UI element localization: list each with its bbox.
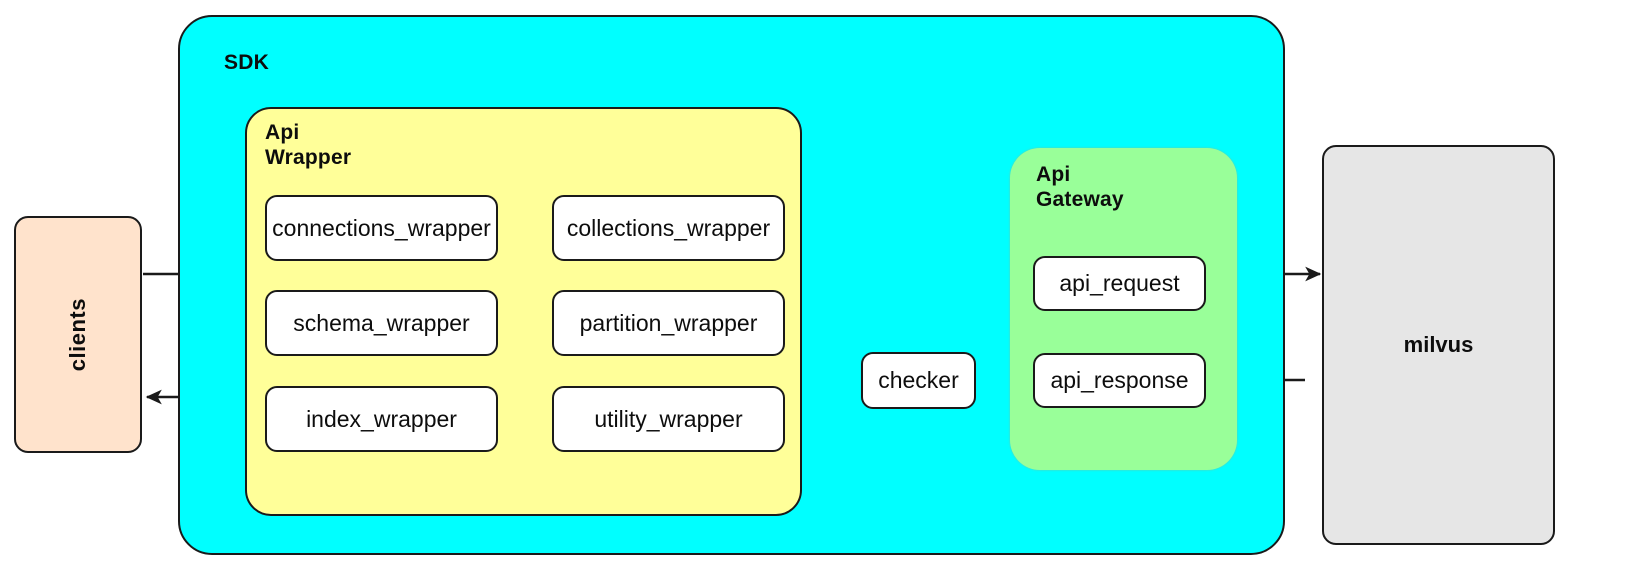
group-sdk-label: SDK (224, 51, 269, 74)
actor-milvus[interactable]: milvus (1322, 145, 1555, 545)
node-api-request[interactable]: api_request (1033, 256, 1206, 311)
actor-clients[interactable]: clients (14, 216, 142, 453)
node-checker[interactable]: checker (861, 352, 976, 409)
node-index-wrapper[interactable]: index_wrapper (265, 386, 498, 452)
node-utility-wrapper[interactable]: utility_wrapper (552, 386, 785, 452)
node-partition-wrapper[interactable]: partition_wrapper (552, 290, 785, 356)
node-schema-wrapper[interactable]: schema_wrapper (265, 290, 498, 356)
node-api-response[interactable]: api_response (1033, 353, 1206, 408)
node-checker-label: checker (878, 367, 959, 393)
node-collections-wrapper[interactable]: collections_wrapper (552, 195, 785, 261)
group-api-wrapper-label: Api Wrapper (265, 121, 352, 169)
node-collections-wrapper-label: collections_wrapper (566, 214, 771, 241)
group-api-gateway-label: Api Gateway (1036, 163, 1124, 211)
actor-clients-label: clients (65, 297, 90, 372)
node-schema-wrapper-label: schema_wrapper (293, 309, 470, 336)
actor-milvus-label: milvus (1403, 332, 1474, 357)
node-connections-wrapper[interactable]: connections_wrapper (265, 195, 498, 261)
node-api-response-label: api_response (1050, 367, 1189, 393)
node-utility-wrapper-label: utility_wrapper (594, 405, 743, 432)
node-index-wrapper-label: index_wrapper (306, 405, 457, 432)
node-connections-wrapper-label: connections_wrapper (272, 214, 491, 241)
node-partition-wrapper-label: partition_wrapper (579, 309, 758, 336)
node-api-request-label: api_request (1059, 270, 1180, 296)
